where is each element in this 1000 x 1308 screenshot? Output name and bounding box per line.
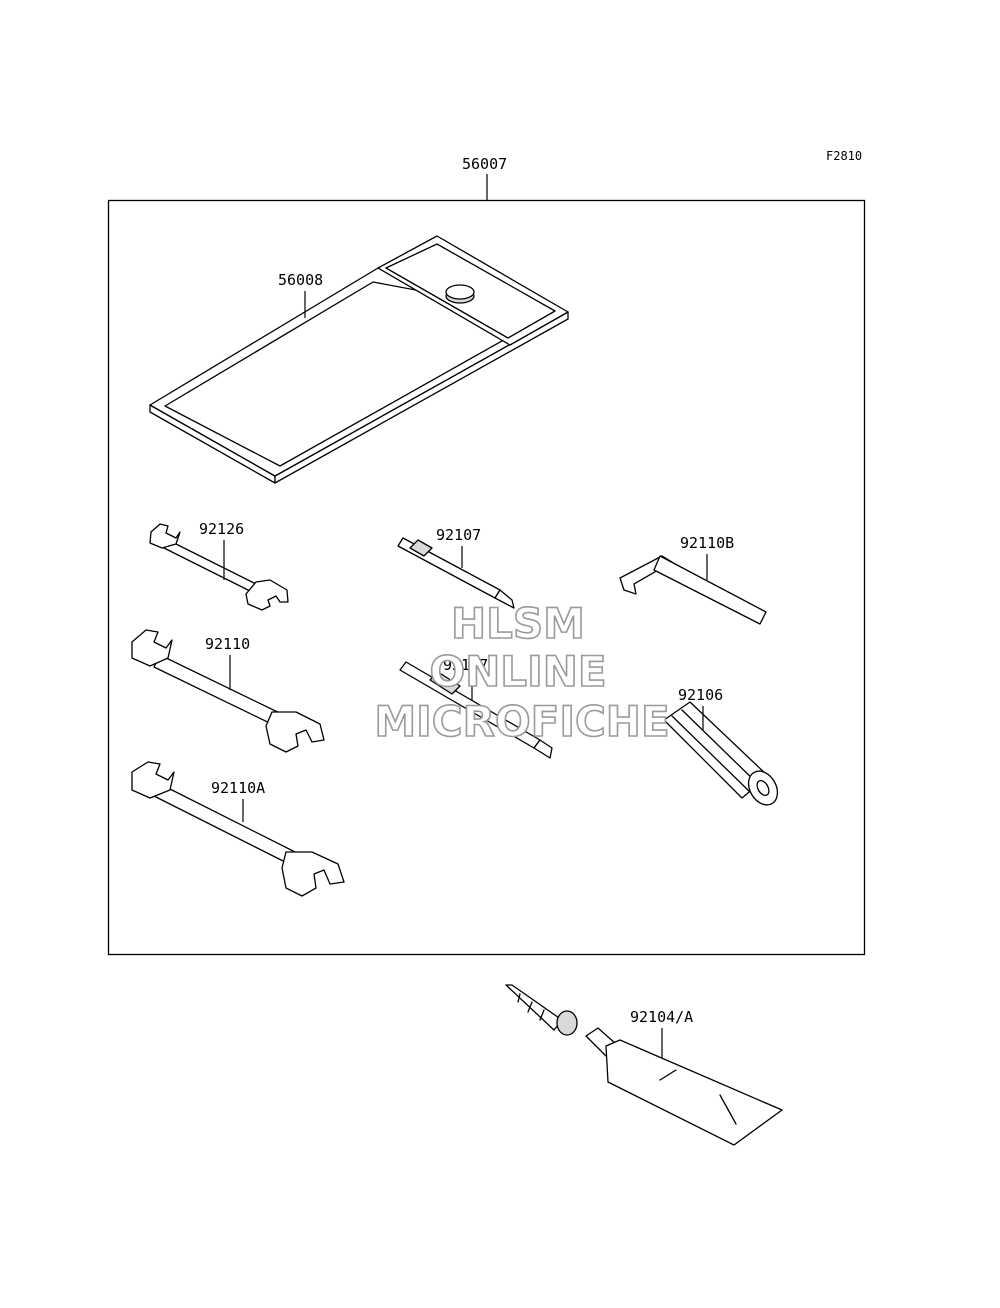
watermark-line-1: HLSM bbox=[451, 599, 585, 648]
label-56008[interactable]: 56008 bbox=[278, 271, 323, 289]
screwdriver-handle-drawing[interactable] bbox=[663, 701, 783, 810]
label-92107a[interactable]: 92107A bbox=[443, 656, 497, 674]
label-92104a[interactable]: 92104/A bbox=[630, 1008, 693, 1026]
kit-label[interactable]: 56007 bbox=[462, 155, 507, 173]
screwdriver-bit-drawing[interactable] bbox=[397, 537, 515, 609]
label-92110a[interactable]: 92110A bbox=[211, 779, 265, 797]
tire-repair-tube-drawing[interactable] bbox=[505, 984, 783, 1146]
watermark-line-3: MICROFICHE bbox=[374, 697, 669, 746]
hex-wrench-drawing[interactable] bbox=[619, 555, 767, 625]
wrench-small-drawing[interactable] bbox=[149, 523, 289, 611]
watermark-line-2: ONLINE bbox=[429, 647, 606, 696]
wrench-large-drawing[interactable] bbox=[131, 761, 345, 897]
wrench-medium-drawing[interactable] bbox=[131, 629, 325, 753]
kit-frame bbox=[107, 199, 866, 956]
figure-code: F2810 bbox=[826, 149, 862, 163]
label-92126[interactable]: 92126 bbox=[199, 520, 244, 538]
tool-bag-drawing[interactable] bbox=[149, 235, 569, 484]
label-92107[interactable]: 92107 bbox=[436, 526, 481, 544]
label-92106[interactable]: 92106 bbox=[678, 686, 723, 704]
label-92110[interactable]: 92110 bbox=[205, 635, 250, 653]
label-92110b[interactable]: 92110B bbox=[680, 534, 734, 552]
watermark: HLSM ONLINE MICROFICHE bbox=[374, 598, 671, 747]
screwdriver-bit-a-drawing[interactable] bbox=[399, 661, 553, 759]
